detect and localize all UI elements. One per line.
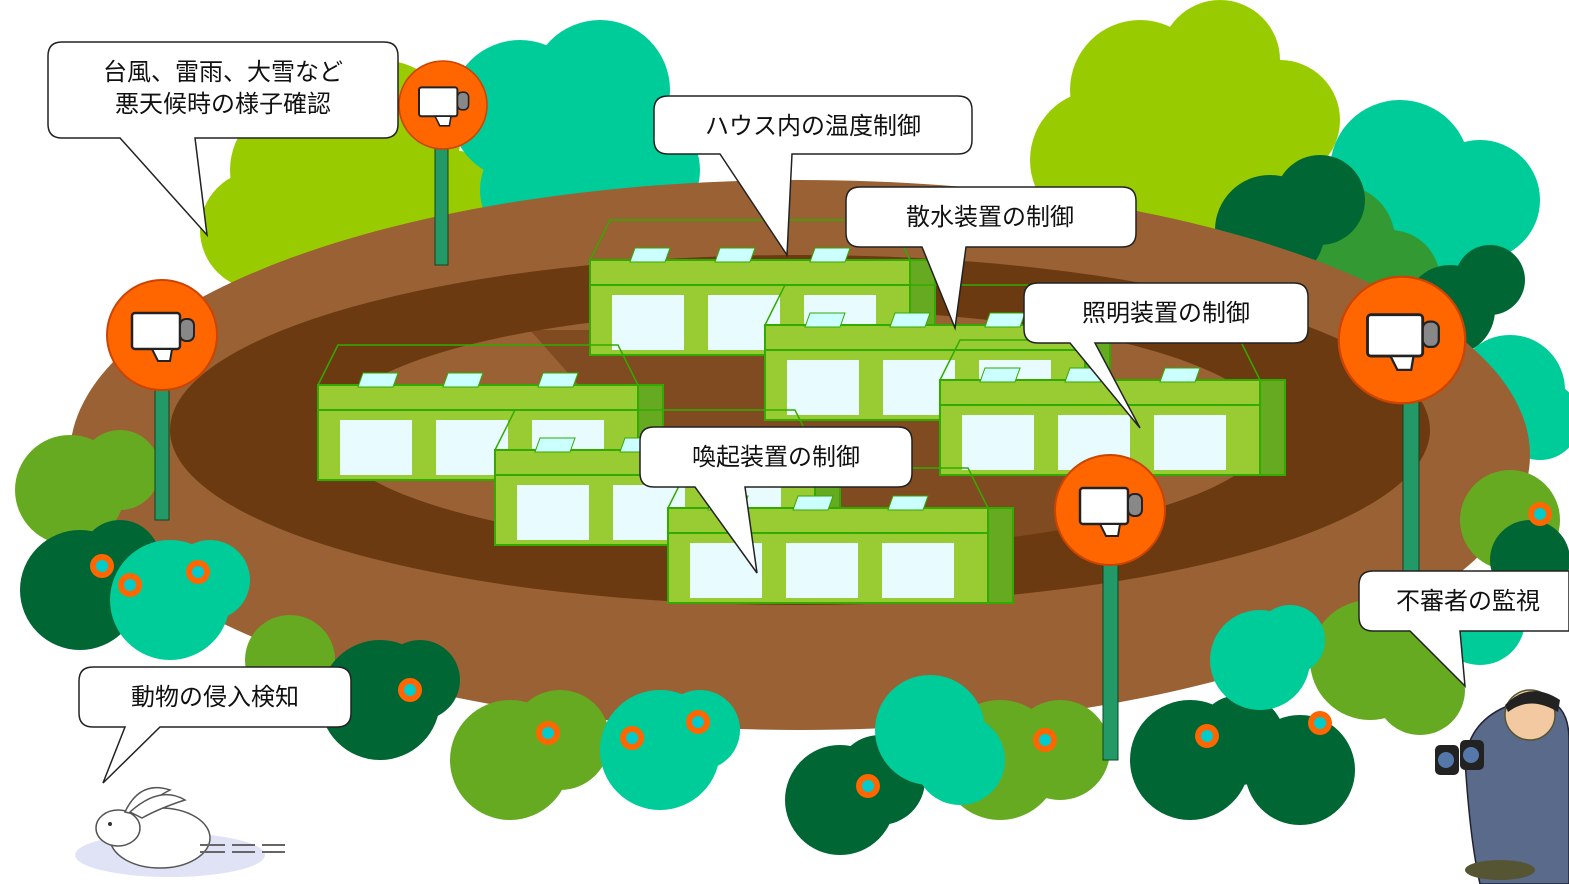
callout-sprinkler-text: 散水装置の制御 (906, 203, 1074, 231)
foreground-bushes (15, 430, 1569, 855)
flower-icon (1195, 724, 1219, 748)
security-camera-icon (397, 59, 489, 151)
callout-sprinkler: 散水装置の制御 (845, 186, 1137, 331)
callout-temperature: ハウス内の温度制御 (653, 95, 973, 258)
callout-temperature-text: ハウス内の温度制御 (705, 112, 921, 140)
flower-icon (856, 774, 880, 798)
security-camera-icon (1337, 275, 1467, 405)
flower-icon (536, 721, 560, 745)
person-with-binoculars-icon (1435, 689, 1569, 884)
callout-scare: 喚起装置の制御 (639, 426, 913, 574)
flower-icon (118, 573, 142, 597)
callout-weather-line2: 悪天候時の様子確認 (115, 90, 331, 118)
callout-weather: 台風、雷雨、大雪など 悪天候時の様子確認 (47, 41, 399, 238)
callout-scare-text: 喚起装置の制御 (692, 443, 860, 471)
flower-icon (186, 560, 210, 584)
security-camera-icon (1053, 453, 1167, 567)
flower-icon (1528, 502, 1552, 526)
callout-intruder-text: 不審者の監視 (1396, 587, 1540, 615)
flower-icon (90, 554, 114, 578)
callout-intruder: 不審者の監視 (1358, 570, 1569, 688)
callout-animal: 動物の侵入検知 (78, 666, 352, 784)
camera-pole (105, 278, 219, 521)
camera-pole (1053, 453, 1167, 761)
flower-icon (620, 726, 644, 750)
security-camera-icon (105, 278, 219, 392)
callout-animal-text: 動物の侵入検知 (131, 683, 299, 711)
callout-weather-line1: 台風、雷雨、大雪など (103, 58, 343, 86)
flower-icon (398, 678, 422, 702)
flower-icon (686, 710, 710, 734)
callout-lighting-text: 照明装置の制御 (1082, 299, 1250, 327)
camera-pole (397, 59, 489, 266)
callout-lighting: 照明装置の制御 (1023, 282, 1309, 429)
flower-icon (1308, 711, 1332, 735)
flower-icon (1033, 728, 1057, 752)
rabbit-icon (75, 786, 285, 877)
